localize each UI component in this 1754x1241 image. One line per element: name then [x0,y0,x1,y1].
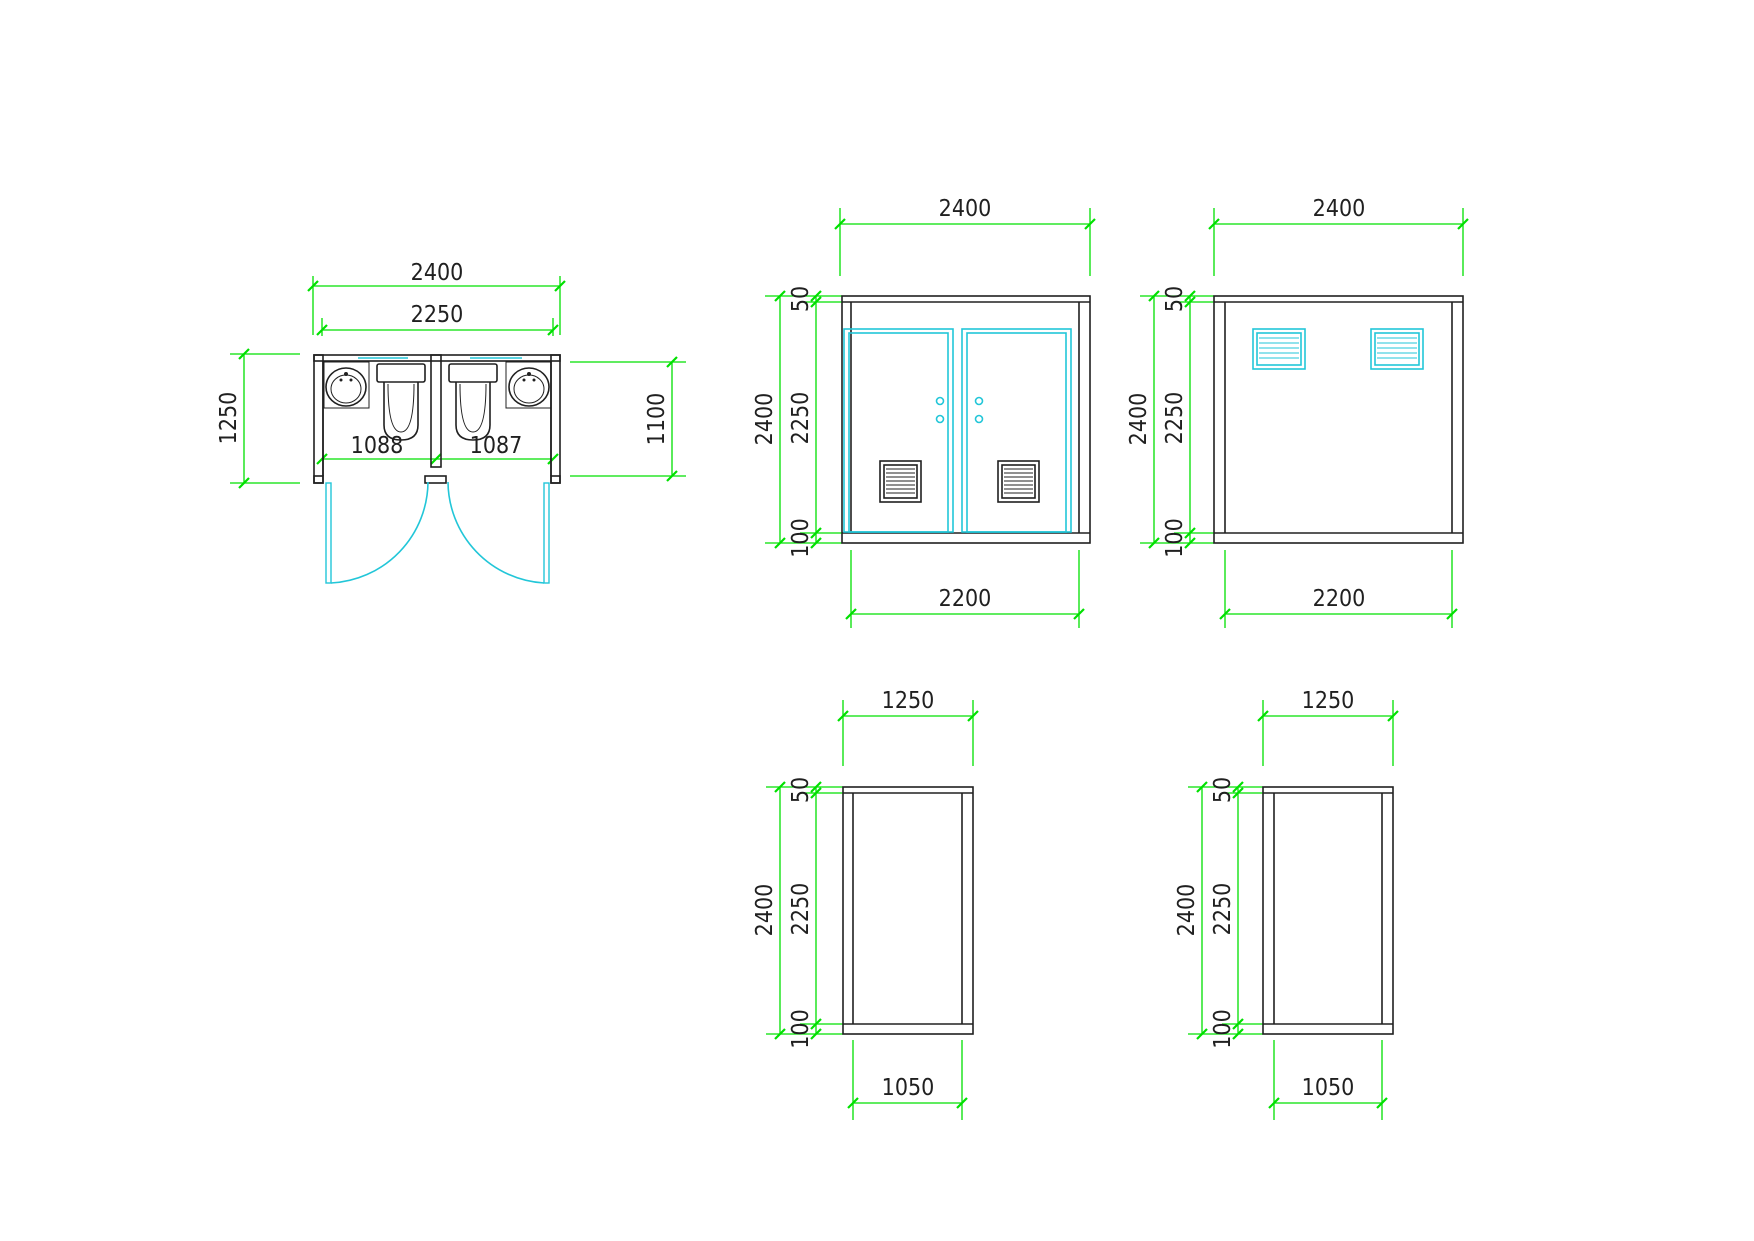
washbasin-icon [505,361,552,409]
front-total-height-label: 2400 [752,393,778,446]
front-width-label: 2400 [939,196,992,222]
front-base-width-dimension: 2200 [845,550,1085,628]
rear-width-dimension: 2400 [1208,196,1469,276]
side-right-width-dimension: 1250 [1257,688,1399,766]
rear-elevation: 2400 2200 2400 2250 50 100 [1126,196,1469,628]
door-handle-icon [974,414,984,424]
plan-inner-depth-label: 1100 [644,393,670,446]
plan-inner-depth-dimension: 1100 [570,356,686,482]
side-left-width-label: 1250 [882,688,935,714]
floor-plan: 2400 2250 1250 1100 [216,260,686,584]
plan-walls [313,354,561,484]
door-swing-icon [447,481,550,584]
rear-base-width-label: 2200 [1313,586,1366,612]
louver-vent-icon [1370,328,1424,370]
side-right-total-height-label: 2400 [1174,884,1200,937]
washbasin-icon [323,361,370,409]
rear-width-label: 2400 [1313,196,1366,222]
side-right-width-label: 1250 [1302,688,1355,714]
plan-inner-width-dimension: 2250 [316,302,559,336]
plan-inner-width-label: 2250 [411,302,464,328]
plan-depth-label: 1250 [216,392,242,445]
rear-base-width-dimension: 2200 [1219,550,1458,628]
side-left-bottom-height-label: 100 [788,1009,814,1049]
side-left-body-height-label: 2250 [788,883,814,936]
side-right-body-height-label: 2250 [1210,883,1236,936]
door-swing-icon [325,481,429,584]
side-left-width-dimension: 1250 [837,688,979,766]
front-body-height-label: 2250 [788,392,814,445]
rear-bottom-height-label: 100 [1162,518,1188,558]
plan-width-dimension: 2400 [307,260,566,335]
side-left-height-dimension: 2400 2250 50 100 [752,777,843,1049]
side-right-height-dimension: 2400 2250 50 100 [1174,777,1263,1049]
toilet-icon [376,363,426,441]
side-elevation-left: 1250 1050 2400 2250 50 100 [752,688,979,1120]
front-door-right [961,328,1072,533]
side-right-base-width-label: 1050 [1302,1075,1355,1101]
side-left-total-height-label: 2400 [752,884,778,937]
front-base-width-label: 2200 [939,586,992,612]
toilet-icon [448,363,498,441]
plan-stall-dimension: 1088 1087 [316,433,559,465]
side-elevation-right: 1250 1050 2400 2250 50 100 [1174,688,1399,1120]
rear-body-height-label: 2250 [1162,392,1188,445]
rear-total-height-label: 2400 [1126,393,1152,446]
front-width-dimension: 2400 [834,196,1096,276]
plan-depth-dimension: 1250 [216,348,300,489]
door-handle-icon [935,414,945,424]
louver-vent-icon [879,460,922,503]
side-right-base-width-dimension: 1050 [1268,1040,1388,1120]
side-right-bottom-height-label: 100 [1210,1009,1236,1049]
door-handle-icon [935,396,945,406]
front-height-dimension: 2400 2250 50 100 [752,286,842,558]
door-handle-icon [974,396,984,406]
rear-top-height-label: 50 [1162,286,1188,312]
side-right-top-height-label: 50 [1210,777,1236,803]
stall-left-width-label: 1088 [351,433,404,459]
louver-vent-icon [997,460,1040,503]
side-left-base-width-label: 1050 [882,1075,935,1101]
rear-height-dimension: 2400 2250 50 100 [1126,286,1214,558]
front-top-height-label: 50 [788,286,814,312]
plan-width-label: 2400 [411,260,464,286]
front-bottom-height-label: 100 [788,518,814,558]
side-left-base-width-dimension: 1050 [847,1040,968,1120]
stall-right-width-label: 1087 [470,433,523,459]
front-elevation: 2400 2200 2400 2250 50 100 [752,196,1096,628]
front-door-left [843,328,954,533]
louver-vent-icon [1252,328,1306,370]
side-left-top-height-label: 50 [788,777,814,803]
